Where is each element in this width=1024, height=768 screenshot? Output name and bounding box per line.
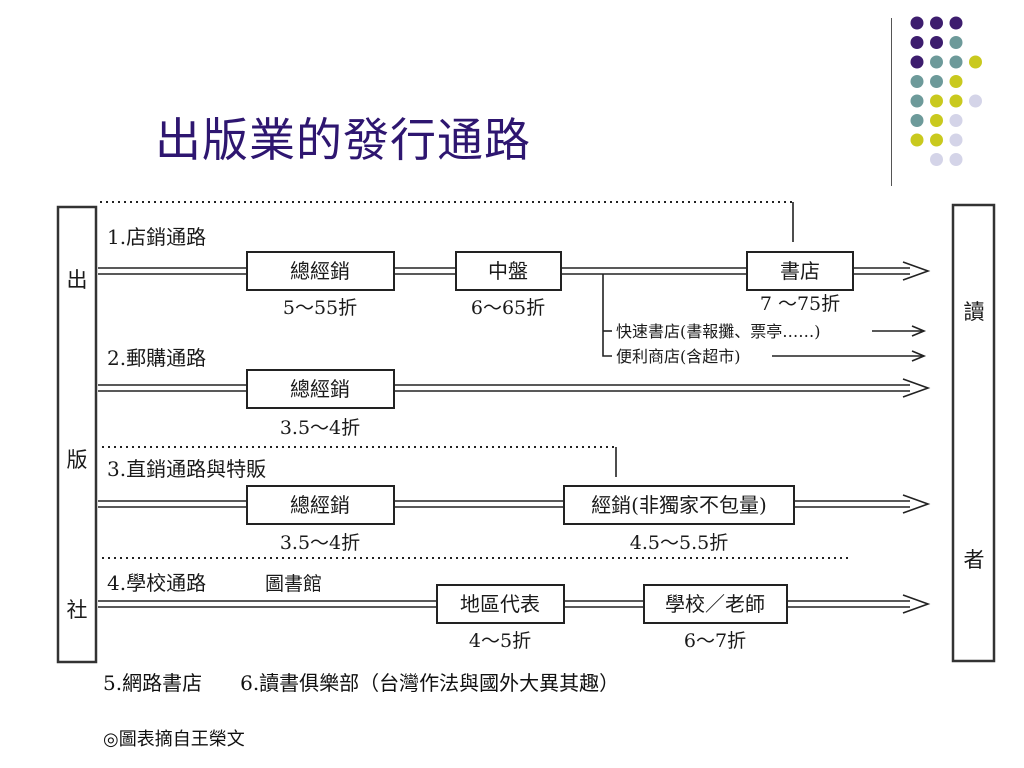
decorative-dot: [930, 36, 943, 49]
decorative-dot: [910, 55, 924, 69]
decorative-dot: [969, 55, 982, 69]
ch4-box1-label: 地區代表: [460, 592, 540, 616]
ch2-discount-1: 3.5～4折: [280, 417, 360, 439]
ch1-discount-2: 6～65折: [471, 297, 545, 319]
publisher-char-1: 出: [67, 268, 88, 292]
ch1-box-middle-wholesaler: [455, 251, 562, 291]
ch4-label: 4.學校通路: [107, 571, 206, 595]
ch1-discount-1: 5～55折: [283, 297, 357, 319]
decorative-dot: [930, 16, 943, 30]
decorative-dot: [930, 153, 943, 166]
publisher-char-3: 社: [67, 598, 88, 622]
decorative-dot: [910, 36, 924, 49]
solid-connectors: [602, 202, 794, 477]
footnote: 5.網路書店 6.讀書俱樂部（台灣作法與國外大異其趣）: [103, 667, 657, 696]
decorative-dot: [949, 153, 963, 166]
decorative-dot: [910, 114, 924, 127]
ch4-library-label: 圖書館: [265, 573, 322, 595]
decorative-dot: [949, 55, 963, 69]
ch1-discount-3: 7 ～75折: [760, 293, 840, 315]
decorative-dot: [930, 114, 943, 127]
decorative-dot: [910, 16, 924, 30]
ch3-box2-label: 經銷(非獨家不包量): [591, 493, 767, 517]
footnote-item-5: 5.網路書店: [103, 671, 203, 695]
ch1-box3-label: 書店: [780, 259, 820, 283]
ch2-box1-label: 總經銷: [290, 377, 350, 401]
decorative-dot: [969, 94, 982, 108]
ch3-discount-1: 3.5～4折: [280, 532, 360, 554]
decorative-dot: [949, 114, 963, 127]
reader-column: [951, 203, 996, 663]
ch2-box-general-distributor: [246, 369, 395, 409]
decorative-dot: [930, 94, 943, 108]
decorative-dot: [910, 94, 924, 108]
ch1-branch-convenience-store: 便利商店(含超市): [616, 347, 741, 366]
ch1-box-bookstore: [746, 251, 854, 291]
decorative-dot: [930, 133, 943, 147]
ch3-box-distributor: [563, 485, 795, 525]
flow-lines: [98, 261, 931, 614]
source-credit: ◎圖表摘自王榮文: [103, 729, 245, 750]
ch1-box2-label: 中盤: [488, 259, 528, 283]
decorative-dot: [949, 133, 963, 147]
decorative-dot: [930, 75, 943, 88]
ch1-branch-express-bookstore: 快速書店(書報攤、票亭……): [616, 322, 821, 341]
decorative-dot-grid: [910, 16, 982, 166]
decorative-dot: [930, 55, 943, 69]
ch1-box1-label: 總經銷: [290, 259, 350, 283]
ch2-label: 2.郵購通路: [107, 346, 206, 370]
reader-char-2: 者: [964, 548, 985, 572]
decorative-dot: [949, 36, 963, 49]
slide-title: 出版業的發行通路: [155, 113, 531, 167]
ch1-label: 1.店銷通路: [107, 225, 206, 249]
footnote-item-6: 6.讀書俱樂部（台灣作法與國外大異其趣）: [240, 671, 620, 695]
ch1-box-general-distributor: [246, 251, 395, 291]
ch3-box-general-distributor: [246, 485, 395, 525]
decorative-dot: [949, 94, 963, 108]
reader-char-1: 讀: [964, 300, 985, 324]
ch3-box1-label: 總經銷: [290, 493, 350, 517]
publisher-column: [56, 205, 98, 664]
publisher-char-2: 版: [67, 448, 88, 472]
ch4-box2-label: 學校／老師: [665, 592, 765, 616]
ch4-discount-1: 4～5折: [469, 630, 531, 652]
dotted-connectors: [100, 201, 852, 559]
header-divider: [891, 18, 892, 186]
ch4-box-school-teacher: [643, 584, 788, 624]
decorative-dot: [910, 133, 924, 147]
ch4-box-regional-rep: [436, 584, 565, 624]
decorative-dot: [910, 75, 924, 88]
decorative-dot: [949, 16, 963, 30]
ch3-label: 3.直銷通路與特販: [107, 457, 266, 481]
ch3-discount-2: 4.5～5.5折: [630, 532, 728, 554]
decorative-dot: [949, 75, 963, 88]
ch4-discount-2: 6～7折: [684, 630, 746, 652]
